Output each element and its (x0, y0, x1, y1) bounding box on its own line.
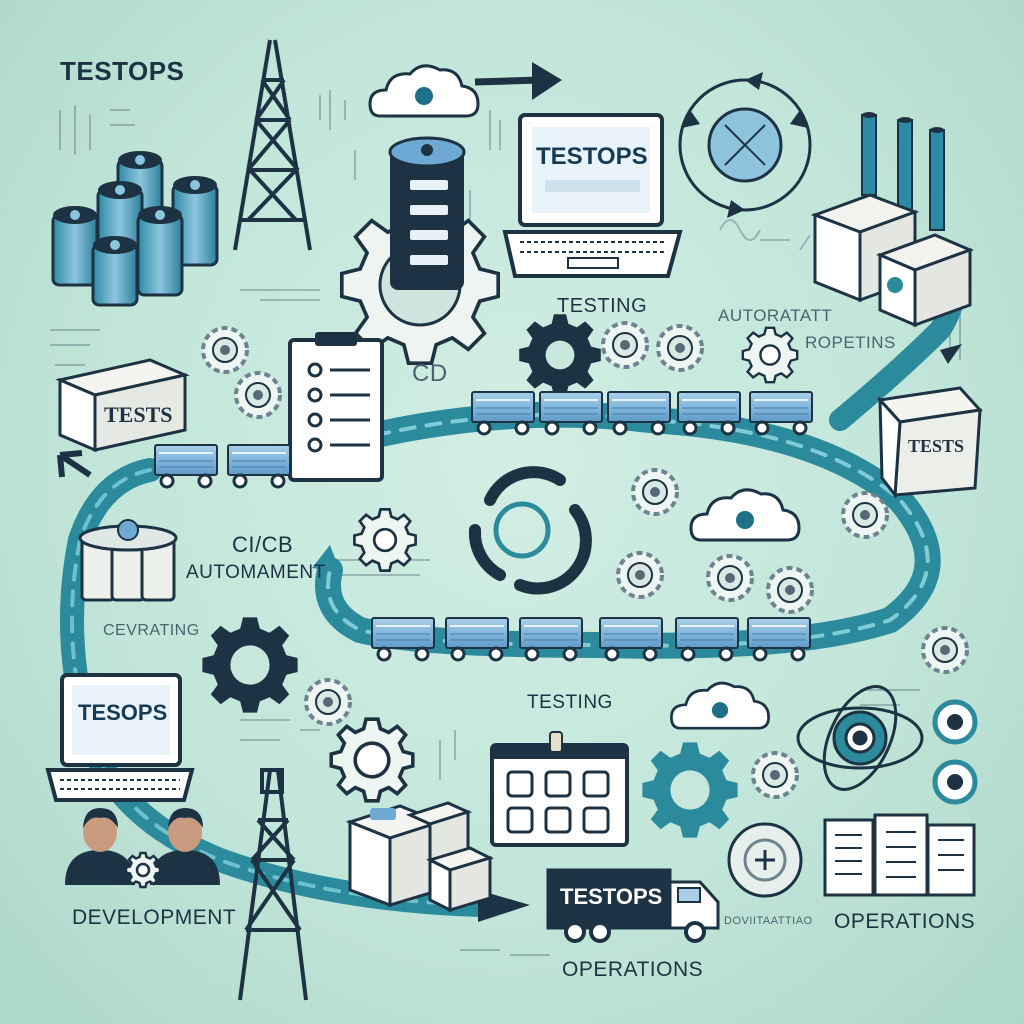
testing-label-mid: TESTING (527, 692, 613, 713)
gear-icon-small-1 (601, 321, 649, 369)
shipping-boxes-right (810, 193, 975, 328)
arrow-right-icon (474, 76, 541, 86)
gear-icon-outline-1 (741, 326, 799, 384)
automation-label: AUTORATATT (718, 306, 833, 325)
gear-icon-small-7 (616, 551, 664, 599)
gear-icon-small-8 (706, 554, 754, 602)
loop-arrowhead (312, 545, 340, 572)
cicd-label: CI/CB (232, 532, 294, 557)
laptop-icon-top (502, 113, 683, 278)
operations-label-bottom: OPERATIONS (562, 958, 704, 981)
gear-icon-small-12 (921, 626, 969, 674)
gear-icon-teal (642, 742, 738, 838)
tests-box-left (55, 358, 190, 453)
tests-box-right (877, 386, 983, 500)
server-stack-icon (339, 136, 501, 366)
development-label: DEVELOPMENT (72, 906, 237, 929)
cloud-icon-bottom (670, 681, 770, 730)
pipe-columns-icon (861, 112, 945, 231)
cloud-icon-middle (689, 488, 801, 542)
truck-label-text: TESTOPS (560, 884, 663, 909)
storage-cylinders (51, 151, 219, 307)
gear-icon-dark-2 (202, 617, 298, 713)
box-right-text: TESTS (908, 436, 965, 456)
gear-icon-small-3 (201, 326, 249, 374)
developers-people-icon (65, 808, 220, 889)
documents-icon (823, 813, 976, 897)
cycle-wheel-icon (678, 72, 812, 218)
gear-icon-small-9 (766, 566, 814, 614)
gear-icon-small-10 (304, 678, 352, 726)
orbit-eye-icon (796, 685, 924, 791)
checklist-clipboard-icon (288, 332, 384, 482)
gear-icon-small-11 (751, 751, 799, 799)
monitoring-small-label: DOVIITAATTIAO (724, 915, 813, 927)
calendar-icon (490, 731, 629, 847)
tower-icon-bottom (238, 768, 308, 1001)
gear-icon-small-5 (631, 468, 679, 516)
testing-label-top: TESTING (557, 295, 648, 317)
left-up-arrow (57, 450, 92, 478)
container-cubes-icon (345, 801, 495, 913)
laptop-left-screen-text: TESOPS (78, 700, 168, 725)
maintenance-circle-icon (727, 822, 803, 898)
refresh-cycle-icon (468, 466, 592, 595)
operations-label-right: OPERATIONS (834, 910, 976, 933)
gear-icon-dark-1 (519, 314, 601, 396)
gear-icon-small-4 (234, 371, 282, 419)
laptop-top-screen-text: TESTOPS (536, 143, 648, 170)
delivery-truck-icon (546, 868, 720, 943)
gear-icon-small-2 (656, 324, 704, 372)
cd-label: CD (412, 360, 448, 387)
laptop-icon-left (45, 673, 195, 802)
cenrating-label: CEVRATING (103, 622, 200, 639)
right-road-arrow (940, 344, 962, 364)
small-cylinders-left (78, 519, 178, 602)
gear-icon-small-6 (841, 491, 889, 539)
cloud-icon-top (368, 64, 480, 118)
gear-icon-outline-2 (353, 508, 417, 572)
box-left-text: TESTS (104, 402, 173, 427)
tower-icon-top (233, 39, 312, 251)
toggle-circles-icon (932, 699, 978, 805)
automament-label: AUTOMAMENT (186, 562, 326, 583)
gear-icon-outline-3 (329, 717, 415, 803)
reporting-label: ROPETINS (805, 333, 896, 352)
title-label: TESTOPS (60, 56, 185, 86)
